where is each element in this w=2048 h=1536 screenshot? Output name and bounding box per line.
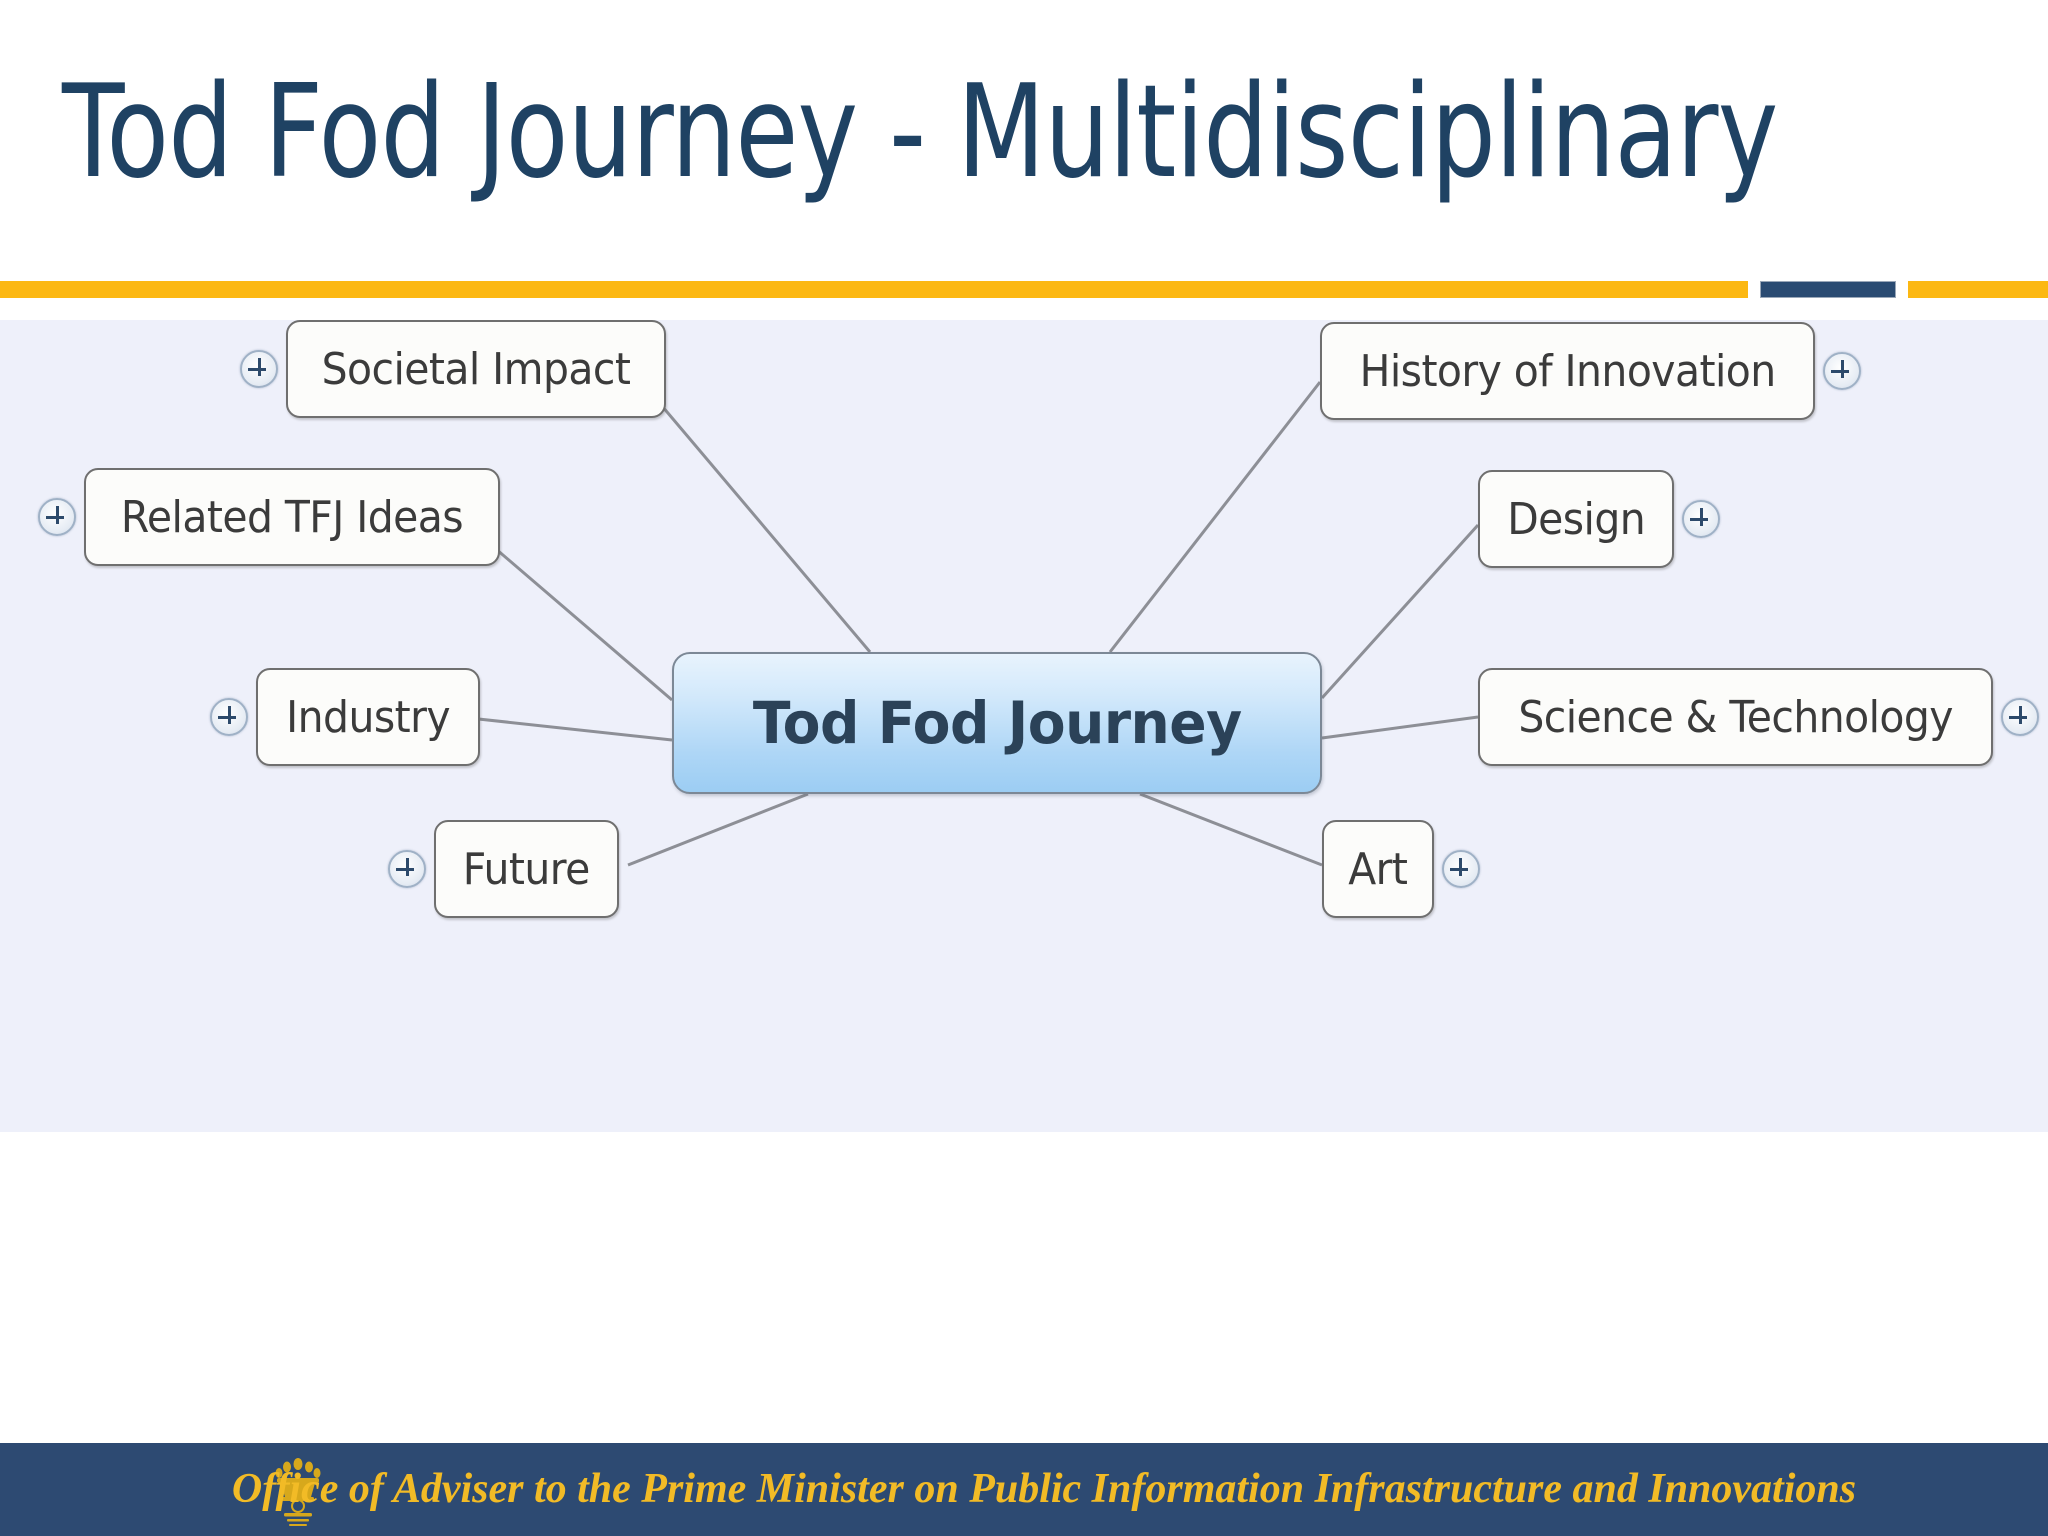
plus-circle-icon[interactable] (388, 850, 426, 888)
node-box[interactable]: Design (1478, 470, 1675, 568)
mindmap-node-societal-impact[interactable]: Societal Impact (240, 320, 666, 418)
node-label: Related TFJ Ideas (120, 491, 464, 543)
mindmap-node-art[interactable]: Art (1322, 820, 1480, 918)
node-box[interactable]: Societal Impact (286, 320, 666, 418)
divider-bar-yellow-short (1908, 281, 2048, 298)
node-label: Science & Technology (1518, 691, 1953, 743)
mindmap-panel: Tod Fod Journey Societal Impact Related … (0, 320, 2048, 1132)
mindmap-node-industry[interactable]: Industry (210, 668, 481, 766)
node-label: Industry (286, 691, 451, 743)
page-title: Tod Fod Journey - Multidisciplinary (62, 58, 1778, 207)
title-divider (0, 281, 2048, 303)
mindmap-node-science-and-technology[interactable]: Science & Technology (1478, 668, 2040, 766)
ashoka-emblem-icon (275, 1458, 321, 1526)
mindmap-node-history-of-innovation[interactable]: History of Innovation (1320, 322, 1862, 420)
plus-circle-icon[interactable] (1823, 352, 1862, 390)
node-box[interactable]: Future (434, 820, 619, 918)
node-box[interactable]: Art (1322, 820, 1434, 918)
footer-text: Office of Adviser to the Prime Minister … (231, 1466, 1857, 1512)
plus-circle-icon[interactable] (240, 350, 278, 388)
plus-circle-icon[interactable] (210, 698, 248, 736)
divider-bar-navy (1760, 281, 1896, 298)
node-box[interactable]: History of Innovation (1320, 322, 1816, 420)
node-box[interactable]: Industry (256, 668, 481, 766)
plus-circle-icon[interactable] (38, 498, 76, 536)
plus-circle-icon[interactable] (1441, 850, 1480, 888)
footer-bar: Office of Adviser to the Prime Minister … (0, 1443, 2048, 1536)
node-label: Design (1507, 493, 1646, 545)
mindmap-connectors (459, 379, 1480, 867)
node-box[interactable]: Science & Technology (1478, 668, 1994, 766)
node-label: Societal Impact (321, 343, 631, 395)
node-label: Future (462, 843, 591, 895)
mindmap-center-node[interactable]: Tod Fod Journey (672, 652, 1322, 794)
mindmap-center-label: Tod Fod Journey (752, 689, 1242, 757)
mindmap-node-future[interactable]: Future (388, 820, 619, 918)
mindmap-node-design[interactable]: Design (1478, 470, 1721, 568)
plus-circle-icon[interactable] (2001, 698, 2040, 736)
node-label: Art (1348, 843, 1408, 895)
mindmap-node-related-tfj-ideas[interactable]: Related TFJ Ideas (38, 468, 500, 566)
plus-circle-icon[interactable] (1682, 500, 1721, 538)
divider-bar-yellow-long (0, 281, 1748, 298)
node-box[interactable]: Related TFJ Ideas (84, 468, 500, 566)
node-label: History of Innovation (1359, 345, 1777, 397)
